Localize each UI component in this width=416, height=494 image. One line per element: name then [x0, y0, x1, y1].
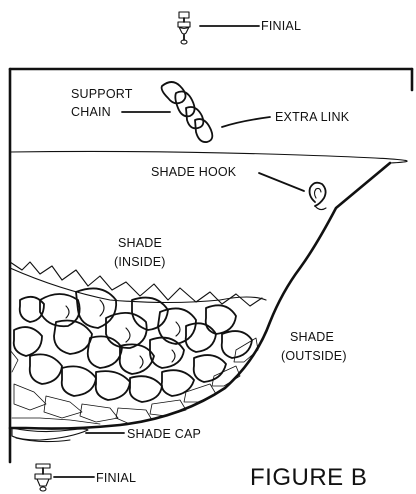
shade-cap-label: SHADE CAP: [127, 427, 201, 441]
finial-bottom-label: FINIAL: [96, 471, 136, 485]
shade-outside-label-line2: (OUTSIDE): [281, 349, 347, 363]
shade-outside-label-line1: SHADE: [290, 330, 334, 344]
extra-link-label: EXTRA LINK: [275, 110, 350, 124]
shade-glass-pattern: [10, 262, 262, 424]
shade-hook-leader: [259, 173, 304, 191]
shade-hook-label: SHADE HOOK: [151, 165, 237, 179]
finial-top-label: FINIAL: [261, 19, 301, 33]
extra-link-leader: [222, 117, 270, 127]
support-chain-label-line1: SUPPORT: [71, 87, 133, 101]
figure-title: FIGURE B: [250, 464, 367, 491]
ceiling-line: [10, 151, 407, 163]
finial-bottom-icon: [35, 464, 51, 491]
support-chain-label-line2: CHAIN: [71, 105, 111, 119]
shade-inside-label-line2: (INSIDE): [114, 255, 166, 269]
shade-inside-label-line1: SHADE: [118, 236, 162, 250]
finial-top-icon: [178, 12, 190, 44]
shade-cap-icon: [12, 428, 88, 442]
shade-hook-icon: [310, 183, 326, 210]
